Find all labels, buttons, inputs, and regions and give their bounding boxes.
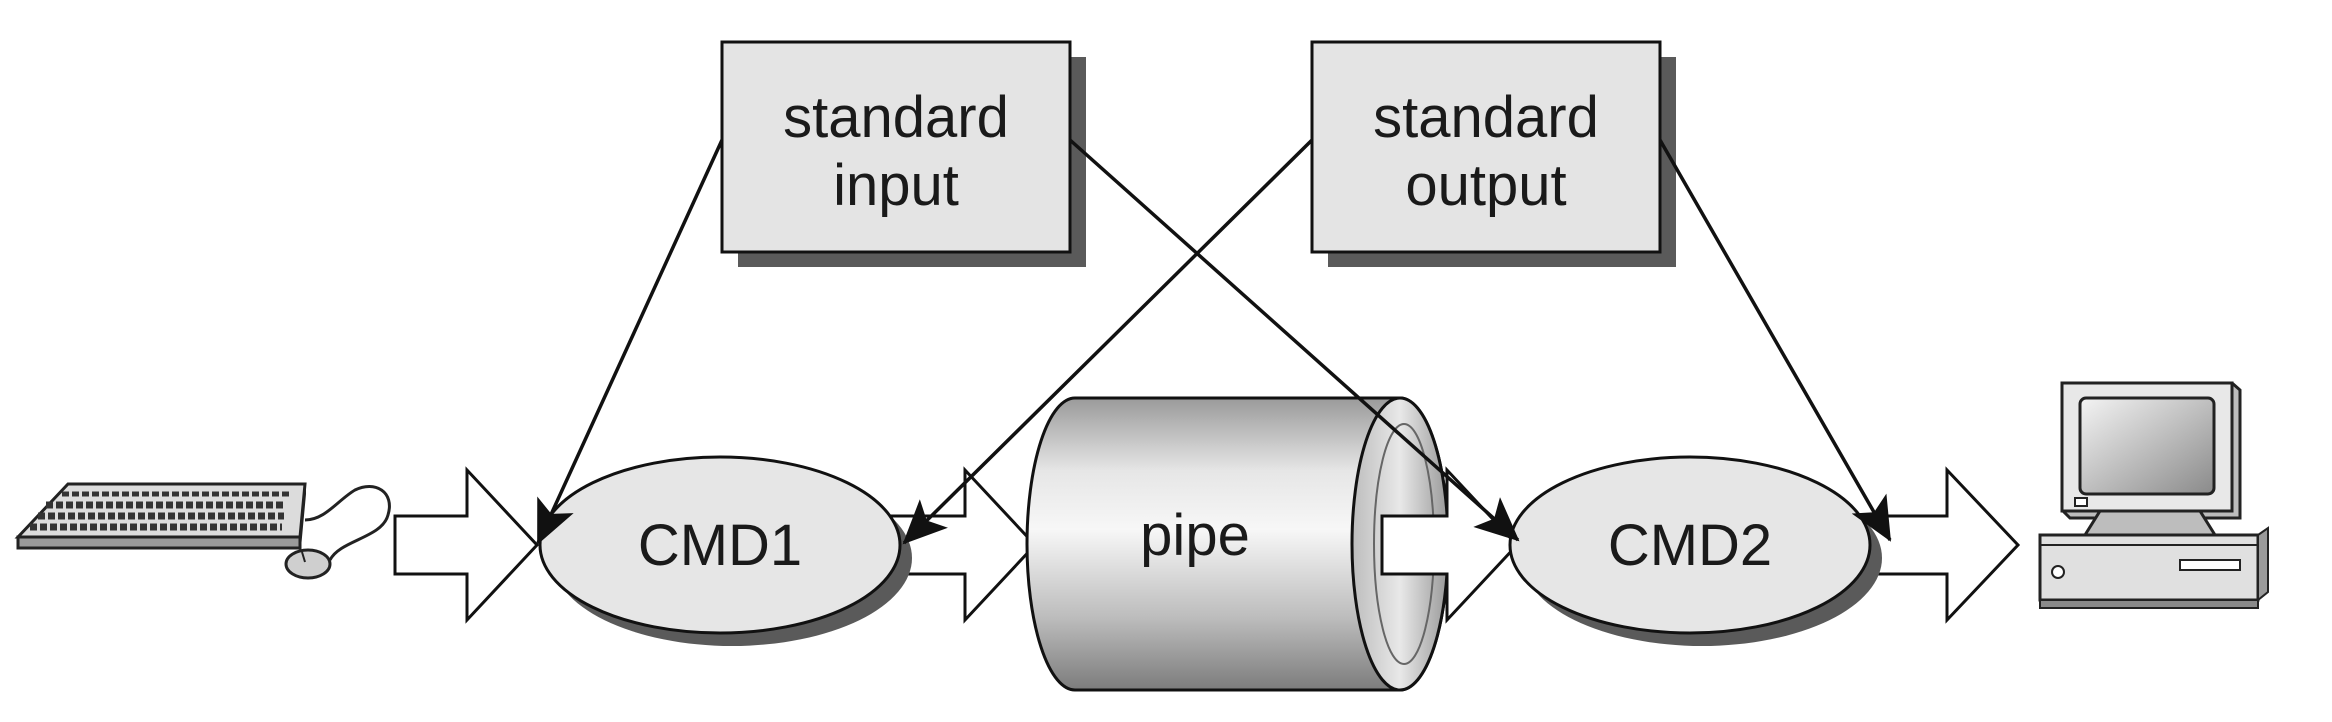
standard-input-box: standard input (720, 40, 1086, 267)
cmd1-label: CMD1 (638, 513, 802, 578)
cmd2-node: CMD2 (1508, 455, 1882, 646)
block-arrow-to-cmd1 (393, 466, 540, 624)
arrow-stdin-to-cmd2 (1068, 138, 1520, 542)
keyboard-icon (14, 482, 391, 580)
standard-input-line2: input (833, 153, 959, 218)
cmd1-node: CMD1 (538, 455, 912, 646)
standard-output-box: standard output (1310, 40, 1676, 267)
standard-input-line1: standard (783, 85, 1009, 150)
block-arrow-pipe-to-cmd2 (1380, 466, 1520, 624)
pipe-node: pipe (1025, 396, 1450, 692)
arrow-stdin-to-cmd1 (536, 139, 724, 545)
standard-output-line2: output (1405, 153, 1566, 218)
pipe-label: pipe (1140, 503, 1250, 568)
computer-icon (2038, 381, 2269, 609)
cmd2-label: CMD2 (1608, 513, 1772, 578)
arrow-stdout-to-cmd1 (902, 138, 1314, 545)
block-arrow-to-computer (1858, 466, 2021, 624)
standard-output-line1: standard (1373, 85, 1599, 150)
arrow-stdout-to-cmd2 (1658, 139, 1892, 542)
